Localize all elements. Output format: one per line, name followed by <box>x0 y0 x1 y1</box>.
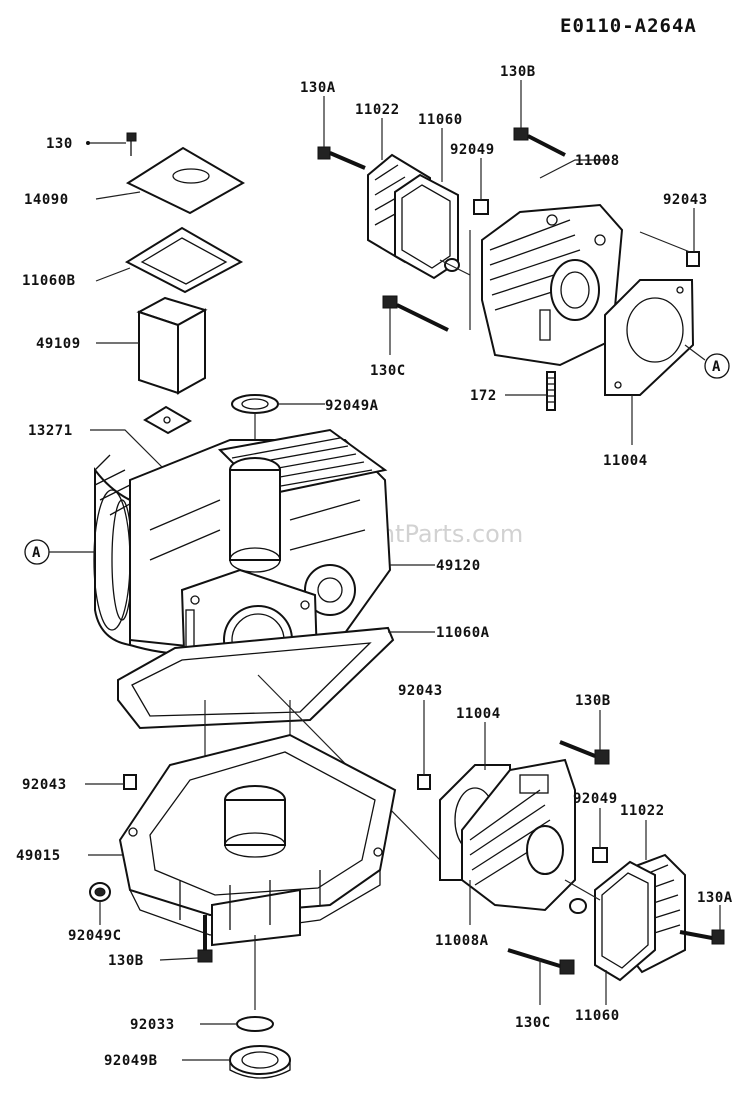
label-11060-top: 11060 <box>418 112 463 128</box>
label-11008a: 11008A <box>435 933 489 949</box>
label-92043-top: 92043 <box>663 192 708 208</box>
label-92049b: 92049B <box>104 1053 158 1069</box>
part-11060b-gasket[interactable] <box>124 226 244 294</box>
label-49120: 49120 <box>436 558 481 574</box>
part-11060a-gasket[interactable] <box>117 626 395 730</box>
part-11060b-gasket-inner <box>140 237 228 285</box>
part-92049a-seal[interactable] <box>231 394 279 414</box>
label-130b-bottom: 130B <box>108 953 144 969</box>
label-130c-top: 130C <box>370 363 406 379</box>
ref-marker-a-left-text: A <box>32 545 41 561</box>
ref-marker-a-right <box>704 353 730 379</box>
part-130b-bolt-mid[interactable] <box>559 740 610 765</box>
label-92049a: 92049A <box>325 398 379 414</box>
label-11060-bottom: 11060 <box>575 1008 620 1024</box>
part-172-stud[interactable] <box>546 371 556 411</box>
part-92043-dowel-left[interactable] <box>123 774 137 790</box>
label-130c-bottom: 130C <box>515 1015 551 1031</box>
leader-130b-bottom <box>159 957 199 961</box>
label-11060a: 11060A <box>436 625 490 641</box>
label-92049c: 92049C <box>68 928 122 944</box>
part-14090-cover[interactable] <box>125 146 246 215</box>
part-130b-bolt-bottom[interactable] <box>197 915 213 963</box>
part-92049-washer-mid[interactable] <box>569 898 587 914</box>
part-92043-dowel-top[interactable] <box>686 251 700 267</box>
part-13271-hole <box>163 416 171 424</box>
label-13271: 13271 <box>28 423 73 439</box>
label-11022-top: 11022 <box>355 102 400 118</box>
label-130a-bottom: 130A <box>697 890 733 906</box>
align-line-head-cover <box>564 879 601 901</box>
leader-13271 <box>90 429 166 471</box>
part-92049b-seal[interactable] <box>229 1045 291 1079</box>
part-92033-oring[interactable] <box>236 1016 274 1032</box>
label-11022-mid: 11022 <box>620 803 665 819</box>
leader-11060b <box>95 267 131 282</box>
align-line-top-plug <box>439 259 471 276</box>
part-130a-bolt-bottom[interactable] <box>679 929 725 945</box>
leader-ref-a-right <box>684 344 706 361</box>
label-11008: 11008 <box>575 153 620 169</box>
label-130a-top: 130A <box>300 80 336 96</box>
part-92049-plug-mid[interactable] <box>592 847 608 863</box>
label-11004-mid: 11004 <box>456 706 501 722</box>
part-14090-cover-boss <box>172 168 210 184</box>
part-130b-bolt-top[interactable] <box>513 127 566 157</box>
part-92049c-plug[interactable] <box>89 882 111 902</box>
label-92033: 92033 <box>130 1017 175 1033</box>
part-11004-head-gasket-top[interactable] <box>604 279 695 396</box>
label-11060b: 11060B <box>22 273 76 289</box>
label-130: 130 <box>46 136 73 152</box>
label-92043-mid: 92043 <box>398 683 443 699</box>
part-49015-oil-pan[interactable] <box>118 733 397 947</box>
diagram-code: E0110-A264A <box>560 15 697 37</box>
part-11008-cylinder-head[interactable] <box>481 203 624 367</box>
label-92049-mid: 92049 <box>573 791 618 807</box>
leader-14090 <box>95 191 141 200</box>
part-130a-bolt-top[interactable] <box>317 146 366 170</box>
leader-dot-130 <box>86 141 90 145</box>
part-13271-plate[interactable] <box>143 405 193 435</box>
part-92049-washer-top[interactable] <box>473 199 489 215</box>
label-14090: 14090 <box>24 192 69 208</box>
label-130b-mid: 130B <box>575 693 611 709</box>
label-11004-top: 11004 <box>603 453 648 469</box>
part-130-screw[interactable] <box>126 132 137 156</box>
label-130b-top: 130B <box>500 64 536 80</box>
label-172: 172 <box>470 388 497 404</box>
part-11008a-cylinder-head[interactable] <box>461 758 576 912</box>
part-130c-bolt-top[interactable] <box>382 295 449 332</box>
align-line-top-dowel <box>639 231 691 253</box>
ref-marker-a-right-text: A <box>712 359 721 375</box>
leader-11008 <box>539 159 610 179</box>
label-49109: 49109 <box>36 336 81 352</box>
part-92049-plug-top[interactable] <box>444 258 460 272</box>
label-49015: 49015 <box>16 848 61 864</box>
label-92049-top: 92049 <box>450 142 495 158</box>
part-49109-foam-element[interactable] <box>136 296 208 395</box>
part-130c-bolt-bottom[interactable] <box>507 948 575 975</box>
part-92043-dowel-mid[interactable] <box>417 774 431 790</box>
part-11060-gasket-bottom[interactable] <box>594 860 656 982</box>
label-92043-left: 92043 <box>22 777 67 793</box>
